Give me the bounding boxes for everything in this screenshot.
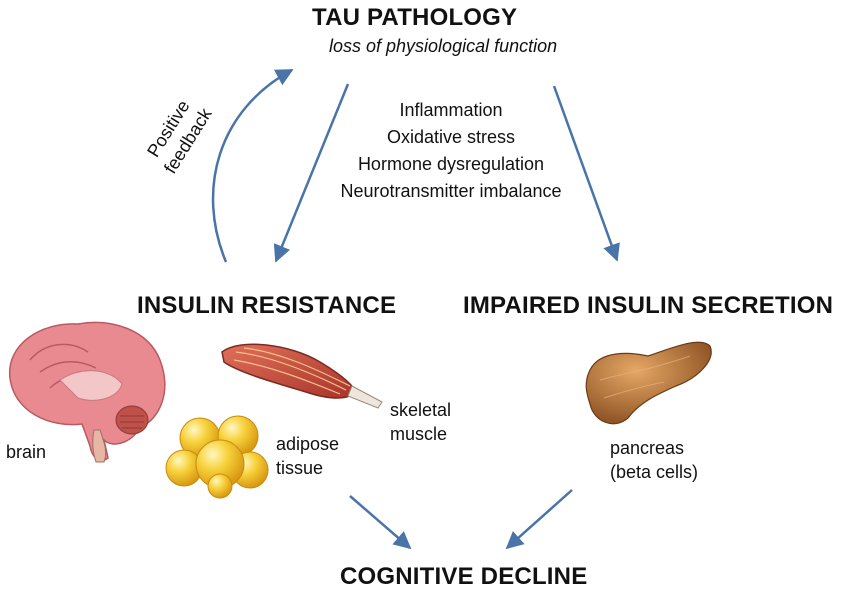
- factor-item: Neurotransmitter imbalance: [340, 181, 562, 201]
- factor-item: Inflammation: [399, 100, 503, 120]
- brain-label: brain: [6, 442, 47, 462]
- arrow-tau-to-insulin-resistance: [273, 83, 350, 263]
- cognitive-decline-title: COGNITIVE DECLINE: [340, 563, 588, 590]
- adipose-icon: [165, 415, 269, 499]
- pancreas-label: pancreas (beta cells): [610, 438, 699, 482]
- insulin-resistance-title: INSULIN RESISTANCE: [137, 292, 397, 319]
- factor-item: Oxidative stress: [386, 127, 516, 147]
- muscle-icon: [221, 343, 383, 409]
- factor-item: Hormone dysregulation: [357, 154, 545, 174]
- adipose-tissue-label: adipose tissue: [276, 434, 340, 478]
- skeletal-muscle-label: skeletal muscle: [390, 400, 452, 444]
- arrow-tau-to-impaired-secretion: [552, 85, 620, 262]
- feedback-arrow: [211, 68, 294, 263]
- arrow-secretion-to-decline: [505, 489, 573, 550]
- tau-pathology-title: TAU PATHOLOGY: [312, 4, 518, 31]
- pancreas-icon: [585, 341, 712, 425]
- tau-pathology-subtitle: loss of physiological function: [329, 36, 558, 56]
- arrow-resistance-to-decline: [349, 495, 412, 550]
- brain-icon: [9, 321, 166, 463]
- mediating-factors-list: Inflammation Oxidative stress Hormone dy…: [318, 97, 584, 205]
- impaired-insulin-secretion-title: IMPAIRED INSULIN SECRETION: [463, 292, 834, 319]
